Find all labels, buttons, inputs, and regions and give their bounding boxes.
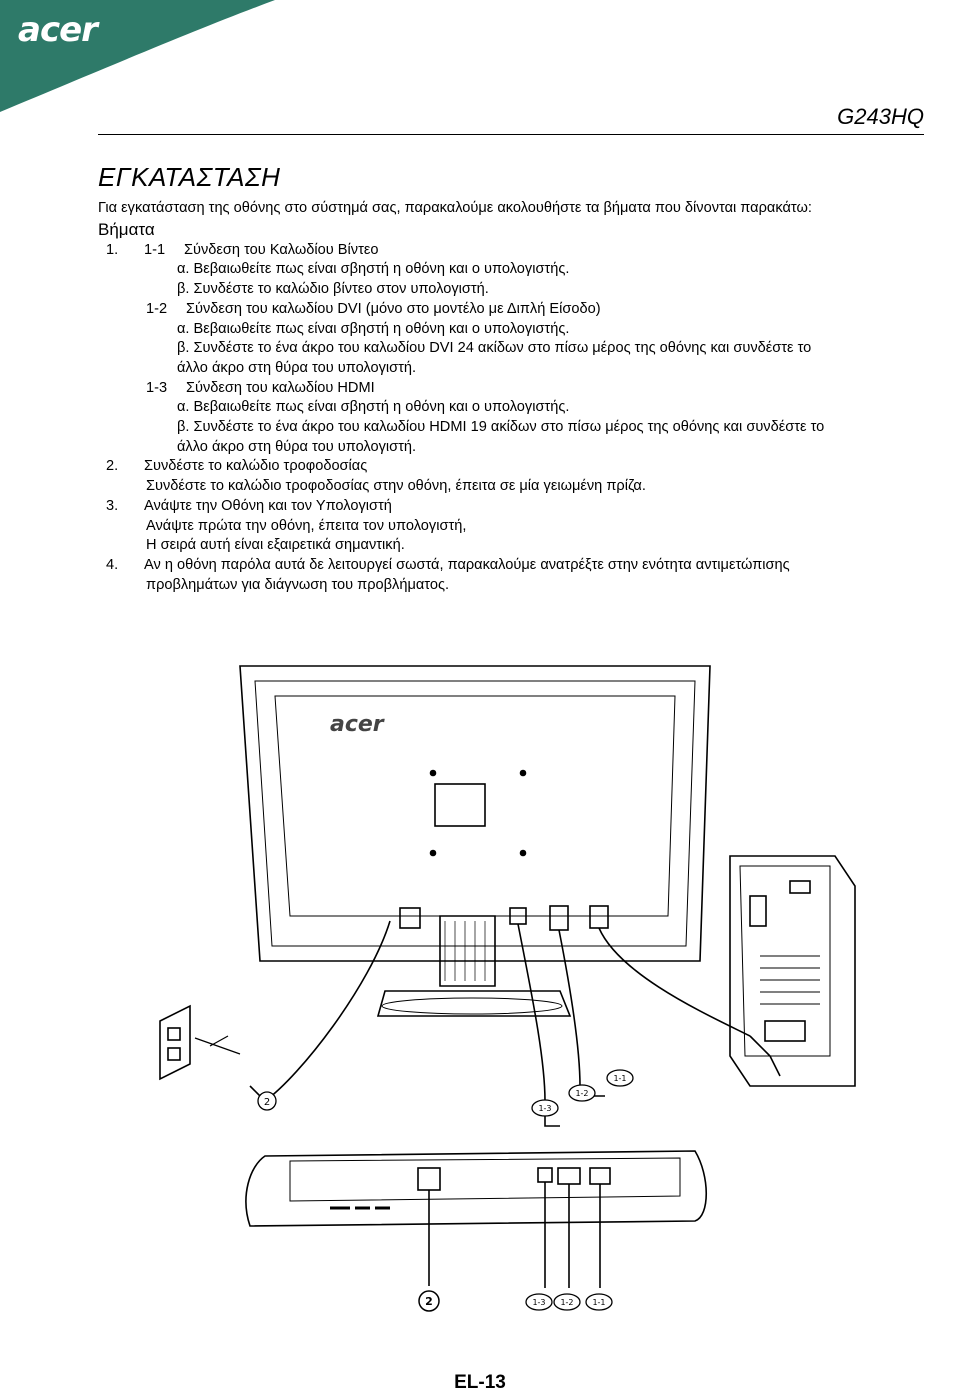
- steps-heading: Βήματα: [98, 219, 155, 239]
- callout-2-bottom-label: 2: [425, 1295, 433, 1308]
- computer-tower: [729, 855, 856, 1087]
- monitor-back: [239, 665, 711, 962]
- callout-1-2-top-label: 1-2: [575, 1089, 588, 1098]
- step-4-line-1: 4. Αν η οθόνη παρόλα αυτά δε λειτουργεί σ…: [98, 556, 928, 576]
- callout-1-2-bottom-label: 1-2: [560, 1298, 573, 1307]
- step-1-3-a: α. Βεβαιωθείτε πως είναι σβηστή η οθόνη …: [177, 399, 570, 416]
- step-1-2-a: α. Βεβαιωθείτε πως είναι σβηστή η οθόνη …: [177, 320, 570, 337]
- step-3-text-1: Ανάψτε πρώτα την οθόνη, έπειτα τον υπολο…: [146, 517, 467, 534]
- acer-logo: acer: [18, 10, 98, 50]
- step-3-number: 3.: [106, 497, 119, 514]
- callout-1-1-top: [606, 1069, 634, 1087]
- step-2-label: Συνδέστε το καλώδιο τροφοδοσίας: [144, 458, 368, 475]
- monitor-stand: [376, 915, 572, 1017]
- callout-1-1-bottom-label: 1-1: [592, 1298, 605, 1307]
- connection-diagram: 2 1-3 1-2 1-1 2 1-3 1-2 1-1 acer: [159, 665, 856, 1312]
- step-1-2-number: 1-2: [146, 300, 168, 317]
- step-2-text: Συνδέστε το καλώδιο τροφοδοσίας στην οθό…: [146, 478, 646, 495]
- step-1-2-heading: 1-2 Σύνδεση του καλωδίου DVI (μόνο στο μο…: [98, 300, 928, 320]
- step-4-number: 4.: [106, 556, 119, 573]
- callout-1-3-top: [531, 1099, 559, 1117]
- step-2-heading: 2. Συνδέστε το καλώδιο τροφοδοσίας: [98, 457, 928, 477]
- step-1-3-b2: άλλο άκρο στη θύρα του υπολογιστή.: [177, 438, 417, 455]
- page-title: ΕΓΚΑΤΑΣΤΑΣΗ: [98, 162, 281, 192]
- step-1-3-heading: 1-3 Σύνδεση του καλωδίου HDMI: [98, 379, 928, 399]
- step-1-2-label: Σύνδεση του καλωδίου DVI (μόνο στο μοντέ…: [186, 300, 601, 317]
- power-cable: [264, 920, 391, 1102]
- logo-band-shape: [0, 0, 275, 112]
- callout-1-3-bottom-label: 1-3: [532, 1298, 545, 1307]
- header-logo-band: acer: [0, 0, 330, 120]
- callout-1-3-bottom: [525, 1293, 553, 1311]
- callout-1-3-top-label: 1-3: [538, 1104, 551, 1113]
- step-1-3-b1: β. Συνδέστε το ένα άκρο του καλωδίου HDM…: [177, 419, 825, 436]
- power-port-icon: [399, 907, 421, 929]
- callout-2-top: [257, 1091, 277, 1111]
- step-1-3-number: 1-3: [146, 379, 168, 396]
- callout-1-2-bottom: [553, 1293, 581, 1311]
- step-3-text-2: Η σειρά αυτή είναι εξαιρετικά σημαντική.: [146, 537, 405, 554]
- step-1-1-number: 1-1: [144, 241, 166, 258]
- callout-1-1-top-label: 1-1: [613, 1074, 626, 1083]
- step-3-heading: 3. Ανάψτε την Οθόνη και τον Υπολογιστή: [98, 497, 928, 517]
- wall-outlet: [159, 1004, 241, 1081]
- bottom-connector-panel: [245, 1150, 708, 1227]
- step-2-number: 2.: [106, 458, 119, 475]
- page-number: EL-13: [454, 1372, 506, 1393]
- callout-2-bottom: [418, 1290, 440, 1312]
- intro-text: Για εγκατάσταση της οθόνης στο σύστημά σ…: [98, 200, 812, 216]
- step-4-text-2: προβλημάτων για διάγνωση του προβλήματος…: [146, 576, 450, 593]
- step-1-1-heading: 1. 1-1 Σύνδεση του Καλωδίου Βίντεο: [98, 241, 928, 261]
- step-1-2-b1: β. Συνδέστε το ένα άκρο του καλωδίου DVI…: [177, 340, 812, 357]
- step-1-1-label: Σύνδεση του Καλωδίου Βίντεο: [184, 241, 379, 258]
- callout-1-1-bottom: [585, 1293, 613, 1311]
- step-3-label: Ανάψτε την Οθόνη και τον Υπολογιστή: [144, 497, 392, 514]
- bezel-acer-logo: acer: [330, 712, 385, 737]
- vga-port-icon: [589, 905, 609, 929]
- step-1-2-b2-wrap: άλλο άκρο στη θύρα του υπολογιστή.: [98, 359, 928, 379]
- step-1-1-a: α. Βεβαιωθείτε πως είναι σβηστή η οθόνη …: [177, 261, 570, 278]
- callout-2-top-label: 2: [264, 1097, 270, 1108]
- step-1-1-b: β. Συνδέστε το καλώδιο βίντεο στον υπολο…: [177, 281, 489, 298]
- dvi-port-icon: [549, 905, 569, 931]
- step-4-text-1: Αν η οθόνη παρόλα αυτά δε λειτουργεί σωσ…: [144, 556, 790, 573]
- model-name: G243HQ: [837, 104, 924, 129]
- header-rule: [98, 134, 924, 135]
- callout-1-2-top: [568, 1084, 596, 1102]
- instructions: Για εγκατάσταση της οθόνης στο σύστημά σ…: [98, 199, 928, 595]
- step-1-2-b2: άλλο άκρο στη θύρα του υπολογιστή.: [177, 359, 417, 376]
- step-1-number: 1.: [106, 241, 119, 258]
- step-1-3-label: Σύνδεση του καλωδίου HDMI: [186, 379, 375, 396]
